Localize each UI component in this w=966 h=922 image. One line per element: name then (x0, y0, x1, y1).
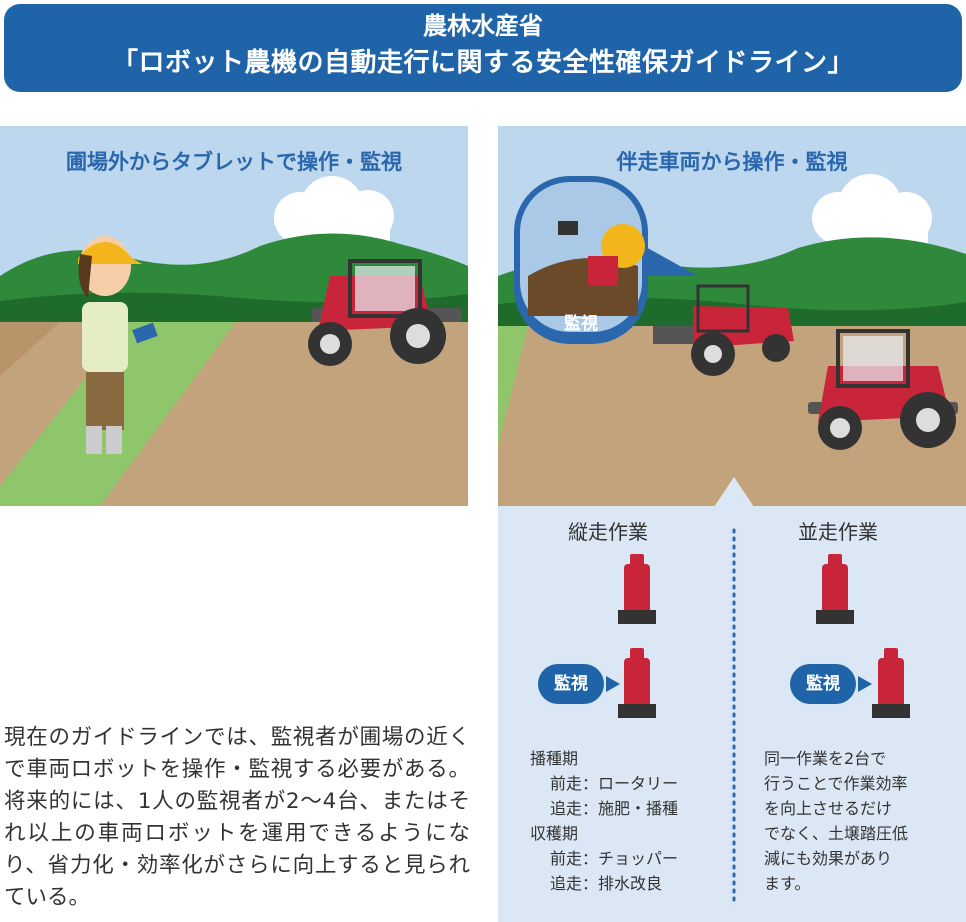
longitudinal-bottom-tractor-icon (618, 648, 656, 718)
left-illustration-panel: 圃場外からタブレットで操作・監視 (0, 126, 468, 506)
row-task: チョッパー (598, 849, 679, 868)
worker-figure-icon (78, 236, 158, 454)
work-modes-panel: 縦走作業 並走作業 監視 監視 播種期 前走：ロータリー 追走：施肥・播種 収穫… (498, 506, 966, 922)
title-banner: 農林水産省 「ロボット農機の自動走行に関する安全性確保ガイドライン」 (4, 4, 962, 92)
follow-tractor-icon (808, 329, 958, 450)
work-modes-graphics (606, 528, 910, 908)
period-row: 前走：チョッパー (550, 849, 679, 868)
period-row: 前走：ロータリー (550, 774, 679, 793)
lead-tractor-icon (653, 284, 794, 376)
description-line: を向上させるだけ (764, 799, 893, 818)
row-task: ロータリー (598, 774, 679, 793)
period-row: 追走：排水改良 (550, 874, 663, 893)
parallel-bottom-tractor-icon (872, 648, 910, 718)
longitudinal-top-tractor-icon (618, 554, 656, 624)
pointer-triangle (714, 477, 754, 507)
row-role: 追走 (550, 799, 583, 818)
guideline-title: 「ロボット農機の自動走行に関する安全性確保ガイドライン」 (111, 48, 854, 78)
summary-paragraph: 現在のガイドラインでは、監視者が圃場の近くで車両ロボットを操作・監視する必要があ… (4, 725, 470, 910)
row-role: 追走 (550, 874, 583, 893)
parallel-monitor-bubble: 監視 (790, 664, 856, 704)
period-name: 播種期 (530, 749, 579, 768)
left-panel-title: 圃場外からタブレットで操作・監視 (66, 150, 402, 174)
description-line: でなく、土壌踏圧低 (764, 824, 909, 843)
row-role: 前走 (550, 774, 583, 793)
ministry-name: 農林水産省 (423, 12, 543, 40)
description-line: 同一作業を2台で (764, 749, 887, 768)
row-task: 施肥・播種 (598, 799, 679, 818)
right-panel-title: 伴走車両から操作・監視 (616, 150, 848, 174)
tractor-icon (308, 259, 462, 366)
period-row: 追走：施肥・播種 (550, 799, 679, 818)
longitudinal-title: 縦走作業 (568, 520, 648, 544)
row-role: 前走 (550, 849, 583, 868)
inset-monitor-label: 監視 (564, 314, 598, 334)
right-scene-illustration (498, 126, 966, 506)
longitudinal-monitor-bubble: 監視 (538, 664, 604, 704)
cab-view-inset (514, 176, 648, 344)
description-line: ます。 (764, 874, 811, 893)
parallel-title: 並走作業 (798, 520, 878, 544)
row-task: 排水改良 (598, 874, 663, 893)
parallel-description: 同一作業を2台で 行うことで作業効率 を向上させるだけ でなく、土壌踏圧低 減に… (764, 746, 908, 896)
parallel-top-tractor-icon (816, 554, 854, 624)
description-line: 行うことで作業効率 (764, 774, 908, 793)
left-scene-illustration (0, 126, 468, 506)
right-illustration-panel: 伴走車両から操作・監視 監視 (498, 126, 966, 506)
description-line: 減にも効果があり (764, 849, 893, 868)
period-name: 収穫期 (530, 824, 579, 843)
